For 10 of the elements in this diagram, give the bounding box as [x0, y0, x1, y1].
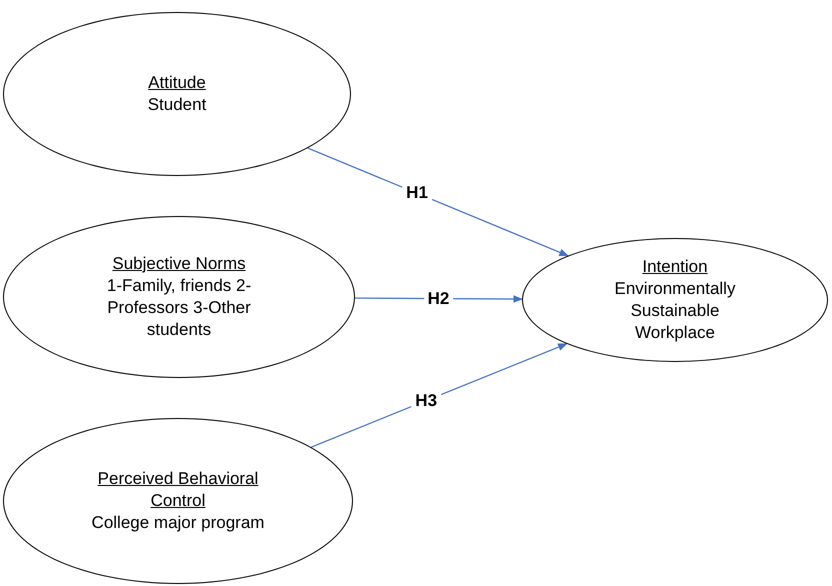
construct-heading: Intention: [642, 256, 708, 278]
construct-heading: Perceived Behavioral Control: [96, 468, 260, 512]
construct-description: Environmentally Sustainable Workplace: [614, 278, 736, 344]
construct-description: College major program: [92, 512, 264, 534]
construct-heading: Subjective Norms: [112, 252, 246, 275]
arrow: [310, 343, 568, 448]
construct-description: 1-Family, friends 2-Professors 3-Other students: [106, 274, 252, 342]
construct-description: Student: [148, 94, 206, 116]
construct-heading: Attitude: [148, 72, 206, 94]
arrow: [308, 148, 569, 256]
